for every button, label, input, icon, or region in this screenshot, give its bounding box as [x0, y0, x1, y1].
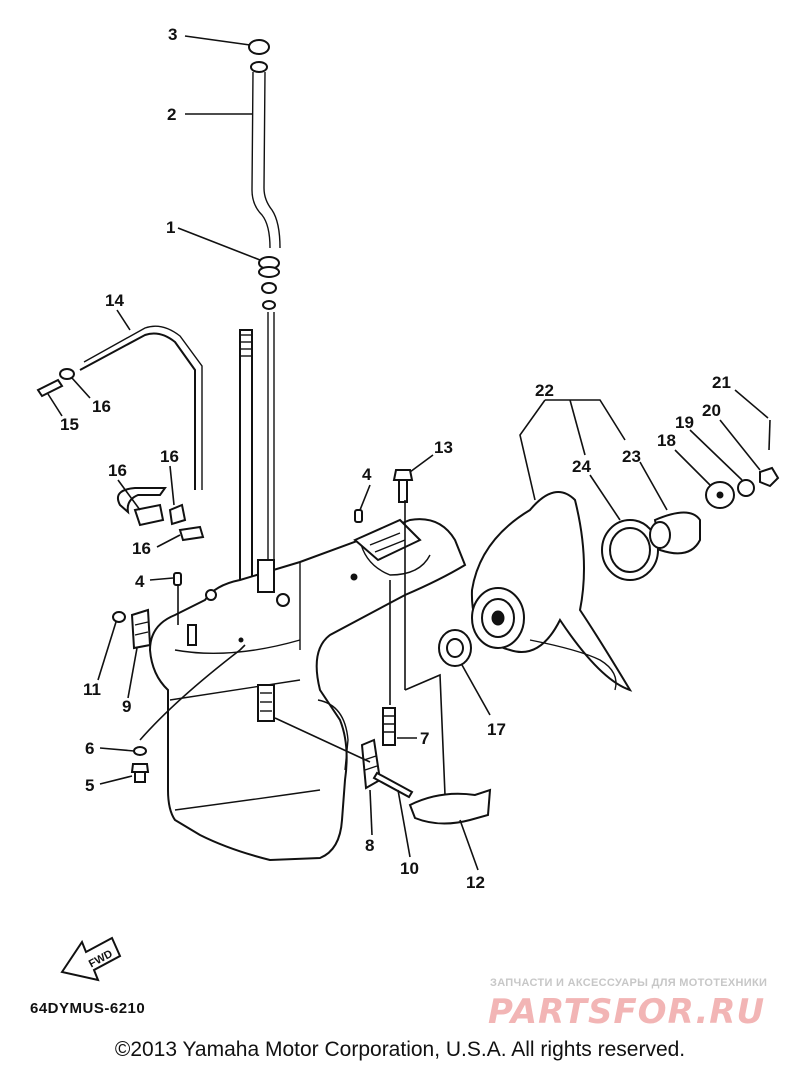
callout-13: 13 — [434, 438, 453, 457]
callout-11: 11 — [83, 680, 101, 699]
callout-23: 23 — [622, 447, 641, 466]
shift-rod-assembly — [248, 39, 281, 560]
diagram-code: 64DYMUS-6210 — [30, 1000, 146, 1017]
water-hose-assembly — [36, 325, 205, 542]
leader-lines — [47, 35, 769, 871]
water-inlet — [353, 518, 422, 562]
lower-unit-exploded-diagram: 3 2 1 14 16 15 16 16 16 4 4 11 9 13 6 5 … — [36, 25, 780, 982]
part-5-bolt — [130, 763, 150, 773]
anode-plate — [257, 684, 275, 722]
drive-shaft — [239, 329, 253, 581]
callout-14: 14 — [105, 291, 124, 310]
callout-10: 10 — [400, 859, 419, 878]
part-20-nut — [759, 466, 780, 488]
callout-3: 3 — [168, 25, 177, 44]
part-11-nut — [112, 611, 126, 623]
part-14-hose — [79, 332, 196, 490]
callout-4-a: 4 — [362, 465, 372, 484]
part-15-screw — [36, 378, 64, 398]
callout-8: 8 — [365, 836, 374, 855]
callout-20: 20 — [702, 401, 721, 420]
callout-19: 19 — [675, 413, 694, 432]
part-4-pin-lower — [173, 572, 182, 586]
callout-4-b: 4 — [135, 572, 145, 591]
part-7-bolt — [382, 707, 396, 746]
part-16-clip-right — [168, 503, 187, 526]
part-9-plate — [130, 608, 152, 650]
callout-16-a: 16 — [92, 397, 111, 416]
part-13-bolt-head — [392, 469, 414, 481]
part-4-pin-upper — [354, 509, 363, 523]
callout-6: 6 — [85, 739, 94, 758]
callout-21: 21 — [712, 373, 731, 392]
part-10-screw — [372, 771, 414, 799]
part-2-rod-top — [250, 61, 268, 73]
part-6-washer — [133, 746, 147, 756]
forward-arrow: FWD — [60, 936, 122, 982]
part-16-clip-lower — [178, 525, 205, 542]
part-19-washer — [737, 479, 755, 497]
callout-16-d: 16 — [132, 539, 151, 558]
trim-tab — [408, 788, 492, 825]
callout-9: 9 — [122, 697, 131, 716]
propeller-hardware — [438, 419, 780, 667]
gearcase-body — [148, 518, 467, 862]
callout-16-c: 16 — [160, 447, 179, 466]
callout-12: 12 — [466, 873, 485, 892]
part-3-grommet — [248, 39, 270, 55]
fwd-arrow-icon — [60, 936, 122, 982]
copyright-notice: ©2013 Yamaha Motor Corporation, U.S.A. A… — [114, 1038, 686, 1061]
part-21-cotter-pin — [768, 419, 771, 451]
callout-15: 15 — [60, 415, 79, 434]
callout-2: 2 — [167, 105, 176, 124]
part-16-clip-top — [59, 368, 75, 380]
fasteners — [112, 469, 414, 799]
part-2-rod — [251, 71, 271, 249]
watermark-tagline: ЗАПЧАСТИ И АКСЕССУАРЫ ДЛЯ МОТОТЕХНИКИ — [490, 977, 768, 989]
part-12-trim-tab — [408, 788, 492, 825]
callout-1: 1 — [166, 218, 175, 237]
callout-numbers: 3 2 1 14 16 15 16 16 16 4 4 11 9 13 6 5 … — [60, 25, 731, 892]
callout-5: 5 — [85, 776, 94, 795]
callout-24: 24 — [572, 457, 591, 476]
callout-22: 22 — [535, 381, 554, 400]
watermark-logo: PARTSFOR.RU — [488, 992, 766, 1032]
callout-16-b: 16 — [108, 461, 127, 480]
callout-17: 17 — [487, 720, 506, 739]
lower-casing — [148, 518, 467, 862]
callout-7: 7 — [420, 729, 429, 748]
part-16-clip-left — [116, 487, 167, 515]
callout-18: 18 — [657, 431, 676, 450]
propeller — [470, 491, 633, 692]
